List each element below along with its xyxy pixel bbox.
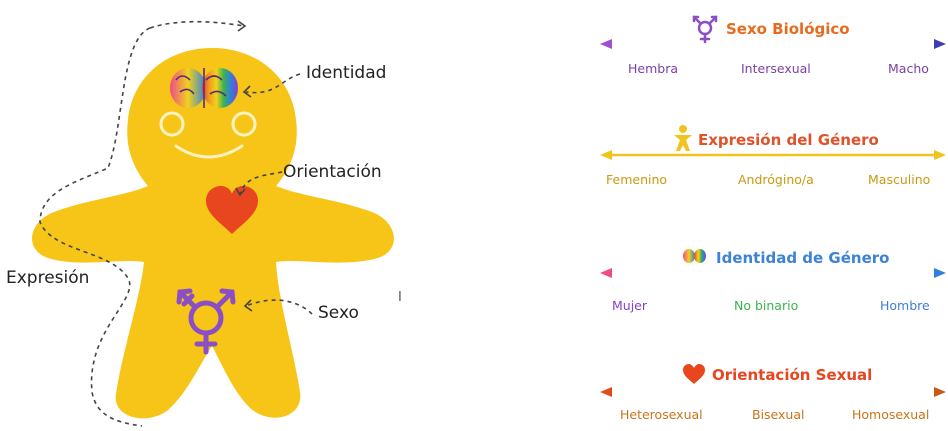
orientacion-label: Orientación bbox=[283, 162, 382, 182]
spectrum-title-orientacion-sexual: Orientación Sexual bbox=[712, 366, 873, 384]
orientacion-arrow bbox=[239, 171, 283, 195]
callout-lines bbox=[39, 20, 313, 427]
spectrum-right-homosexual: Homosexual bbox=[852, 407, 930, 422]
figure-body bbox=[32, 48, 394, 419]
spectrum-left-heterosexual: Heterosexual bbox=[620, 407, 703, 422]
spectrum-middle-intersexual: Intersexual bbox=[741, 61, 811, 76]
spectrum-left-femenino: Femenino bbox=[606, 172, 668, 187]
spectrum-left-mujer: Mujer bbox=[612, 298, 648, 313]
expresion-top-curve bbox=[149, 20, 245, 29]
person-icon bbox=[674, 125, 692, 151]
brain-small-icon bbox=[683, 249, 706, 263]
gingerbread-figure bbox=[32, 48, 394, 419]
identidad-arrow bbox=[245, 73, 301, 94]
spectrum-middle-bisexual: Bisexual bbox=[752, 407, 805, 422]
spectrum-middle-no-binario: No binario bbox=[734, 298, 799, 313]
heart-icon bbox=[206, 186, 258, 234]
spectrum-right-masculino: Masculino bbox=[868, 172, 931, 187]
brain-icon bbox=[170, 68, 238, 108]
spectrum-title-identidad-genero: Identidad de Género bbox=[716, 249, 890, 267]
spectrum-right-hombre: Hombre bbox=[880, 298, 930, 313]
left-eye bbox=[159, 111, 185, 137]
spectrum-middle-androgino: Andrógino/a bbox=[738, 172, 814, 187]
stray-mark: I bbox=[398, 290, 402, 305]
smile bbox=[174, 144, 244, 159]
spectrum-left-hembra: Hembra bbox=[628, 61, 678, 76]
spectrum-title-sexo-biologico: Sexo Biológico bbox=[726, 20, 850, 38]
spectrum-arrows bbox=[600, 39, 946, 397]
transgender-symbol bbox=[176, 288, 236, 355]
right-eye bbox=[231, 111, 257, 137]
spectrum-right-macho: Macho bbox=[888, 61, 929, 76]
sexo-label: Sexo bbox=[318, 303, 359, 323]
identidad-label: Identidad bbox=[306, 63, 387, 83]
heart-small-icon bbox=[683, 364, 705, 384]
transgender-icon bbox=[692, 15, 718, 44]
spectrum-title-expresion-genero: Expresión del Género bbox=[698, 131, 879, 149]
expresion-label: Expresión bbox=[6, 268, 90, 288]
